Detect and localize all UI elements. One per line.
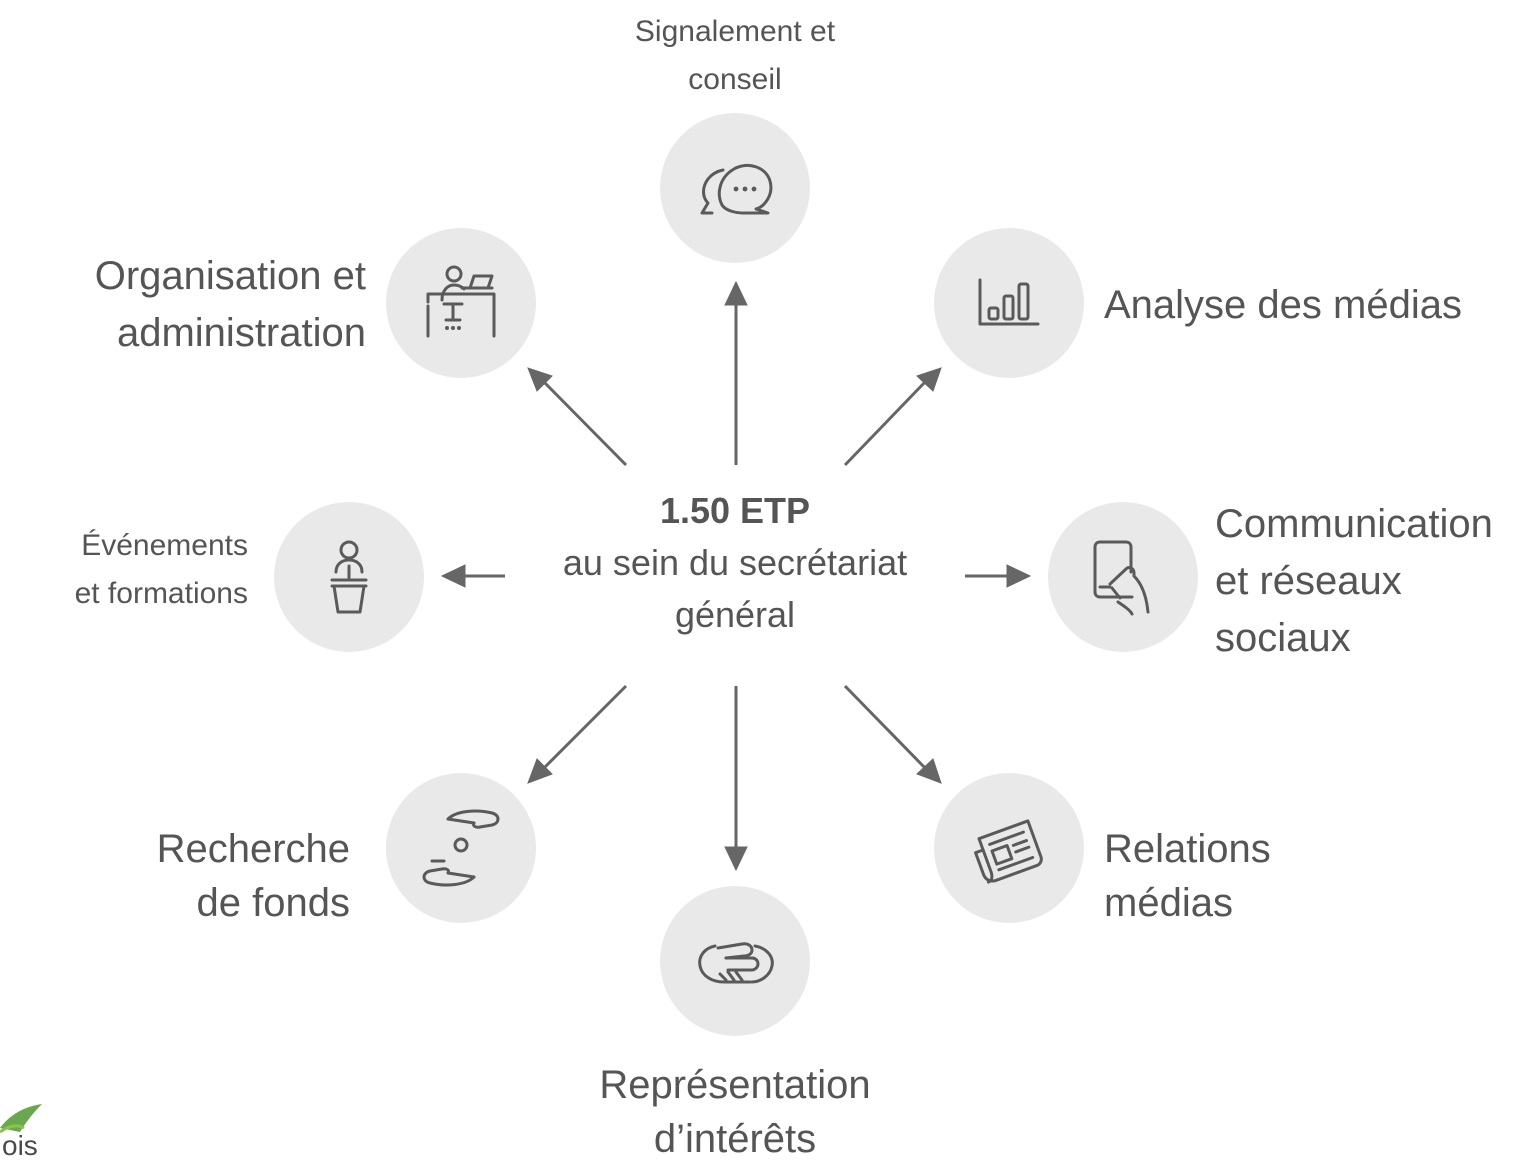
- arrow-to-evenements: [440, 564, 505, 588]
- node-communication-circle: [1048, 502, 1198, 652]
- node-recherche-circle: [386, 773, 536, 923]
- chat-bubbles-icon: [700, 164, 773, 215]
- logo-text: ois: [2, 1130, 38, 1157]
- label-line: Signalement et: [634, 15, 836, 48]
- newspaper-icon: [974, 819, 1043, 884]
- arrow-to-relations: [843, 684, 942, 784]
- arrow-to-communication: [965, 564, 1032, 588]
- arrow-to-analyse: [843, 367, 942, 467]
- label-line: médias: [1104, 881, 1233, 925]
- office-desk-icon: [426, 265, 496, 338]
- label-line: et formations: [74, 577, 248, 610]
- arrow-to-signalement: [724, 280, 748, 465]
- center-headline: 1.50 ETP: [659, 490, 811, 531]
- label-line: conseil: [688, 63, 782, 96]
- node-representation-label: Représentation d’intérêts: [560, 1058, 910, 1166]
- label-line: et réseaux: [1215, 559, 1402, 603]
- center-line-3: général: [674, 594, 796, 635]
- label-line: Événements: [81, 529, 248, 562]
- label-line: d’intérêts: [653, 1117, 817, 1161]
- center-line-2: au sein du secrétariat: [562, 542, 908, 583]
- node-relations-circle: [934, 773, 1084, 923]
- leaf-logo-icon: ois: [0, 1098, 60, 1161]
- label-line: de fonds: [196, 881, 350, 925]
- arrow-to-organisation: [527, 367, 628, 467]
- label-line: administration: [116, 311, 366, 355]
- node-evenements-circle: [274, 502, 424, 652]
- arrow-to-representation: [724, 686, 748, 872]
- arrow-to-recherche: [527, 684, 628, 784]
- node-analyse-label: Analyse des médias: [1104, 278, 1462, 332]
- node-relations-label: Relations médias: [1104, 822, 1271, 930]
- node-organisation-circle: [386, 228, 536, 378]
- node-communication-label: Communication et réseaux sociaux: [1215, 496, 1493, 667]
- smartphone-hand-icon: [1093, 540, 1150, 616]
- handshake-icon: [698, 942, 774, 984]
- center-text: 1.50 ETP au sein du secrétariat général: [520, 485, 950, 641]
- label-line: Relations: [1104, 827, 1271, 871]
- node-signalement-circle: [660, 113, 810, 263]
- node-representation-circle: [660, 886, 810, 1036]
- node-evenements-label: Événements et formations: [10, 522, 248, 618]
- label-line: sociaux: [1215, 616, 1351, 660]
- node-analyse-circle: [934, 228, 1084, 378]
- label-line: Analyse des médias: [1104, 283, 1462, 327]
- label-line: Organisation et: [94, 254, 366, 298]
- label-line: Recherche: [156, 827, 350, 871]
- node-recherche-label: Recherche de fonds: [100, 822, 350, 930]
- node-organisation-label: Organisation et administration: [30, 248, 366, 362]
- label-line: Représentation: [599, 1063, 871, 1107]
- giving-hands-coin-icon: [422, 809, 500, 887]
- podium-speaker-icon: [330, 540, 368, 614]
- bar-chart-icon: [978, 278, 1040, 326]
- node-signalement-label: Signalement et conseil: [560, 8, 910, 104]
- label-line: Communication: [1215, 502, 1493, 546]
